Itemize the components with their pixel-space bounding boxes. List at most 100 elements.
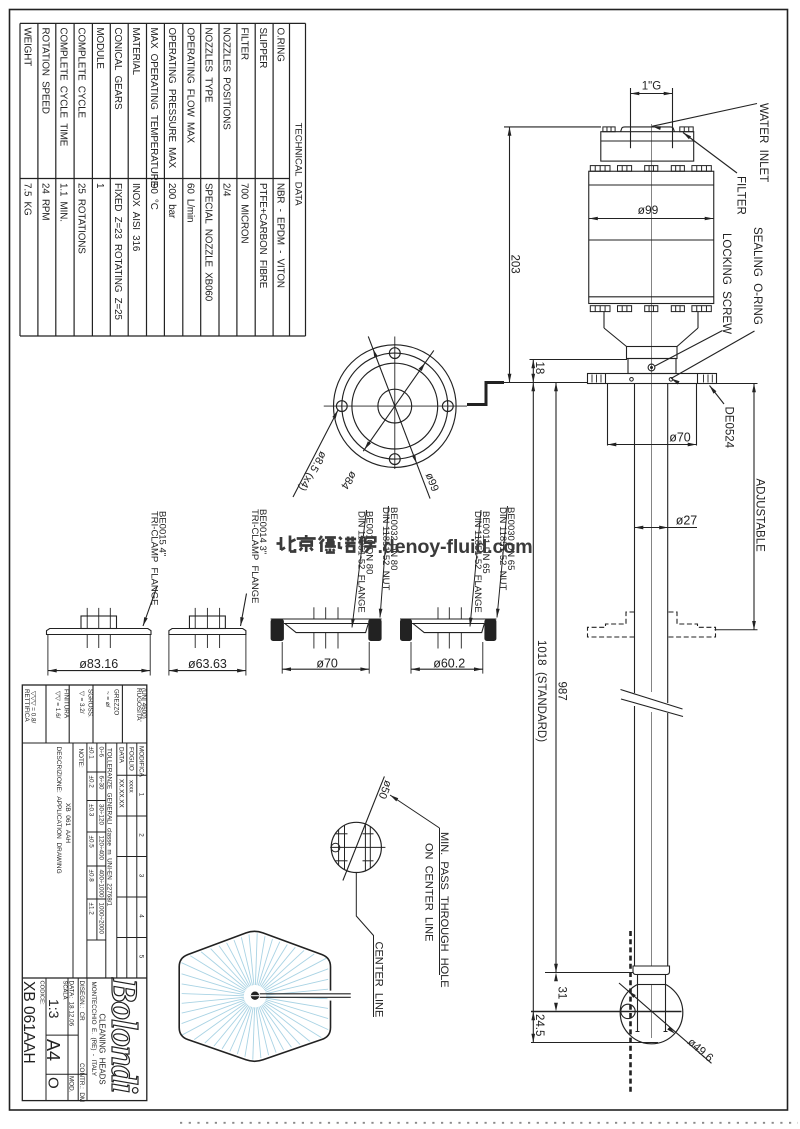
svg-text:NOZZLES TYPE: NOZZLES TYPE [202, 28, 213, 103]
svg-text:ø70: ø70 [669, 430, 691, 444]
svg-text:DATA: 18.12.06: DATA: 18.12.06 [68, 981, 75, 1027]
svg-text:30÷120: 30÷120 [97, 804, 104, 825]
svg-text:±0.2: ±0.2 [87, 776, 94, 789]
svg-text:2/4: 2/4 [221, 183, 232, 197]
svg-text:DESCRIZIONE: APPLICATION DRA: DESCRIZIONE: APPLICATION DRAWING [55, 747, 62, 874]
svg-text:SGROSS.: SGROSS. [87, 689, 94, 718]
svg-text:ON CENTER LINE: ON CENTER LINE [423, 843, 435, 941]
svg-text:±0.5: ±0.5 [87, 836, 94, 849]
svg-text:ø83.16: ø83.16 [79, 657, 118, 671]
svg-text:ø60.2: ø60.2 [433, 656, 465, 670]
svg-text:DISEGN.: CR: DISEGN.: CR [78, 981, 85, 1022]
svg-text:▽▽▽ = 0.8/: ▽▽▽ = 0.8/ [30, 691, 37, 723]
svg-text:TRI-CLAMP FLANGE: TRI-CLAMP FLANGE [149, 511, 160, 606]
svg-text:FOGLIO: FOGLIO [127, 747, 134, 771]
svg-text:.denoy-fluid.com: .denoy-fluid.com [378, 536, 533, 558]
svg-text:±0.3: ±0.3 [87, 804, 94, 817]
svg-text:A4: A4 [43, 1039, 63, 1061]
svg-text:1:3: 1:3 [46, 999, 62, 1019]
svg-text:±0.1: ±0.1 [87, 747, 94, 760]
svg-text:DE0524: DE0524 [723, 407, 735, 449]
svg-text:O.RING: O.RING [275, 28, 286, 62]
svg-text:DIN 11851-52 NUT: DIN 11851-52 NUT [380, 507, 391, 590]
svg-text:4: 4 [137, 914, 144, 918]
svg-text:LOCKING SCREW: LOCKING SCREW [720, 233, 732, 334]
svg-text:1: 1 [94, 183, 105, 188]
svg-text:3: 3 [137, 874, 144, 878]
svg-text:SEALING O-RING: SEALING O-RING [751, 227, 763, 325]
svg-text:ø27: ø27 [676, 514, 698, 528]
svg-text:INOX AISI 316: INOX AISI 316 [130, 183, 141, 252]
svg-text:MOD.: MOD. [68, 1076, 75, 1093]
svg-text:WEIGHT: WEIGHT [22, 28, 33, 67]
svg-text:203: 203 [509, 255, 521, 274]
svg-text:DATA: DATA [117, 747, 124, 764]
svg-text:0÷6: 0÷6 [97, 747, 104, 758]
svg-text:~ = ⌀/: ~ = ⌀/ [104, 691, 111, 708]
svg-text:BE0032 DN 80: BE0032 DN 80 [388, 507, 399, 570]
svg-text:FINITURA: FINITURA [63, 689, 70, 719]
svg-text:MODULE: MODULE [94, 28, 105, 70]
svg-text:▽▽ = 1.6/: ▽▽ = 1.6/ [54, 691, 61, 719]
svg-text:NOTE:: NOTE: [77, 749, 84, 768]
svg-text:SPECIAL NOZZLE XB060: SPECIAL NOZZLE XB060 [202, 183, 213, 302]
svg-text:SLIPPER: SLIPPER [257, 28, 268, 69]
svg-text:FIXED Z=23 ROTATING Z=25: FIXED Z=23 ROTATING Z=25 [112, 183, 123, 320]
svg-text:OPERATING FLOW MAX: OPERATING FLOW MAX [184, 28, 195, 144]
svg-text:NOZZLES POSITIONS: NOZZLES POSITIONS [221, 28, 232, 131]
svg-text:OPERATING PRESSURE MAX: OPERATING PRESSURE MAX [166, 28, 177, 169]
svg-text:FILTER: FILTER [735, 176, 747, 215]
svg-text:XB 061 AAH: XB 061 AAH [64, 803, 71, 843]
svg-text:FILTER: FILTER [239, 28, 250, 60]
svg-text:1"G: 1"G [642, 81, 661, 93]
svg-text:MONTECCHIO E. (RE) - ITALY: MONTECCHIO E. (RE) - ITALY [90, 982, 97, 1077]
svg-text:120÷400: 120÷400 [97, 836, 104, 861]
svg-text:90 °C: 90 °C [148, 183, 159, 210]
svg-text:XX.XX.XX: XX.XX.XX [117, 779, 124, 808]
svg-text:TRI-CLAMP FLANGE: TRI-CLAMP FLANGE [249, 509, 260, 604]
svg-text:CODICE:: CODICE: [39, 981, 45, 1006]
svg-text:ø63.63: ø63.63 [188, 657, 227, 671]
svg-text:MATERIAL: MATERIAL [130, 28, 141, 76]
svg-text:WATER INLET: WATER INLET [757, 103, 769, 182]
svg-text:GREZZO: GREZZO [113, 689, 120, 715]
svg-text:±1.2: ±1.2 [87, 903, 94, 916]
svg-text:400÷1000: 400÷1000 [97, 870, 104, 898]
svg-text:CENTER LINE: CENTER LINE [373, 942, 385, 1018]
svg-text:▽ = 3.2/: ▽ = 3.2/ [78, 691, 85, 714]
svg-text:MAX OPERATING TEMPERATURE: MAX OPERATING TEMPERATURE [148, 28, 159, 188]
svg-text:DIN 11851-52 FLANGE: DIN 11851-52 FLANGE [356, 511, 367, 613]
svg-text:24.5: 24.5 [533, 1014, 545, 1036]
svg-text:DIN 11851-52 NUT: DIN 11851-52 NUT [497, 507, 508, 590]
svg-text:987: 987 [556, 682, 568, 701]
svg-text:XB 061AAH: XB 061AAH [20, 981, 37, 1064]
svg-text:ADJUSTABLE: ADJUSTABLE [754, 479, 766, 553]
svg-text:700 MICRON: 700 MICRON [239, 183, 250, 243]
svg-text:PTFE+CARBON FIBRE: PTFE+CARBON FIBRE [257, 183, 268, 289]
svg-text:5: 5 [137, 955, 144, 959]
svg-text:(UNI 4600): (UNI 4600) [140, 688, 147, 719]
svg-text:BE0030 DN 65: BE0030 DN 65 [505, 507, 516, 570]
svg-text:xxxx: xxxx [127, 780, 134, 793]
svg-text:25 ROTATIONS: 25 ROTATIONS [76, 183, 87, 254]
svg-text:NBR - EPDM - VITON: NBR - EPDM - VITON [275, 183, 286, 288]
svg-text:RUGOSITA': RUGOSITA' [135, 688, 142, 722]
svg-text:MODIFICA: MODIFICA [137, 746, 144, 778]
svg-text:18: 18 [533, 362, 545, 375]
svg-text:2: 2 [137, 833, 144, 837]
svg-text:6÷30: 6÷30 [97, 776, 104, 790]
svg-text:CONTR.: DM: CONTR.: DM [78, 1063, 85, 1102]
svg-text:60 L/min: 60 L/min [184, 183, 195, 222]
svg-text:CONICAL GEARS: CONICAL GEARS [112, 28, 123, 110]
svg-text:BE0014 3": BE0014 3" [257, 509, 268, 554]
svg-text:O: O [44, 1077, 61, 1089]
svg-text:ROTATION SPEED: ROTATION SPEED [40, 28, 51, 114]
svg-text:COMPLETE CYCLE TIME: COMPLETE CYCLE TIME [57, 28, 68, 147]
svg-text:ø99: ø99 [638, 203, 659, 217]
svg-text:TECHNICAL DATA: TECHNICAL DATA [293, 123, 304, 207]
svg-text:BE0015 4": BE0015 4" [157, 511, 168, 556]
svg-text:TOLLERANZE GENERALI classe: TOLLERANZE GENERALI classe m UNI-EN 2276… [106, 748, 113, 907]
svg-text:1000÷2000: 1000÷2000 [97, 903, 104, 935]
svg-text:MIN. PASS THROUGH HOLE: MIN. PASS THROUGH HOLE [438, 832, 450, 988]
svg-text:RETTIFICA: RETTIFICA [23, 689, 30, 722]
